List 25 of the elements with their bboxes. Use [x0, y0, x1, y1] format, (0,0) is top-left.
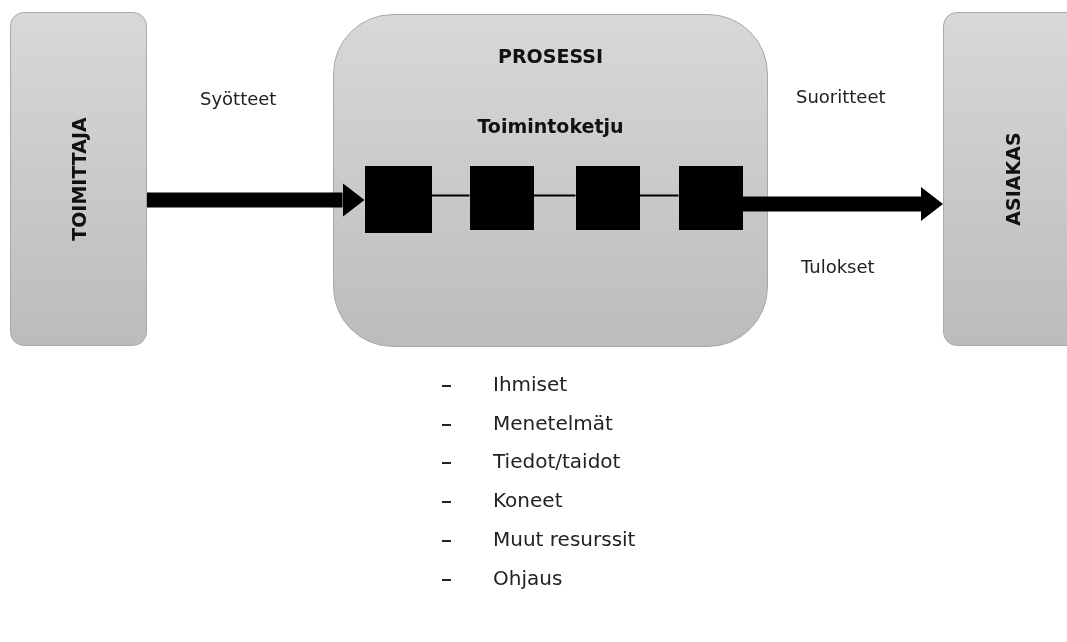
- process-title: PROSESSI: [497, 45, 604, 67]
- actor-box: [943, 12, 1067, 346]
- flow-label: Suoritteet: [796, 86, 886, 107]
- connector-line: [430, 194, 471, 197]
- chain-title: Toimintoketju: [476, 115, 625, 137]
- step-box: [364, 165, 432, 233]
- list-item: Koneet: [493, 488, 563, 513]
- connector-line: [532, 194, 577, 197]
- flow-label: Tulokset: [801, 256, 875, 277]
- thick-arrow: [147, 183, 365, 217]
- list-item: Muut resurssit: [493, 526, 636, 551]
- step-box: [678, 165, 743, 230]
- step-box: [575, 165, 640, 230]
- flow-label: Syötteet: [200, 88, 277, 109]
- list-item: Ohjaus: [493, 565, 563, 590]
- process-box: [333, 14, 768, 347]
- step-box: [469, 165, 534, 230]
- actor-box: [10, 12, 147, 346]
- actor-label: TOIMITTAJA: [67, 117, 90, 241]
- list-item: Menetelmät: [493, 410, 613, 435]
- connector-line: [638, 194, 680, 197]
- actor-label: ASIAKAS: [1002, 132, 1024, 226]
- list-item: Ihmiset: [493, 372, 568, 396]
- list-item: Tiedot/taidot: [493, 449, 621, 474]
- thick-arrow: [742, 187, 943, 221]
